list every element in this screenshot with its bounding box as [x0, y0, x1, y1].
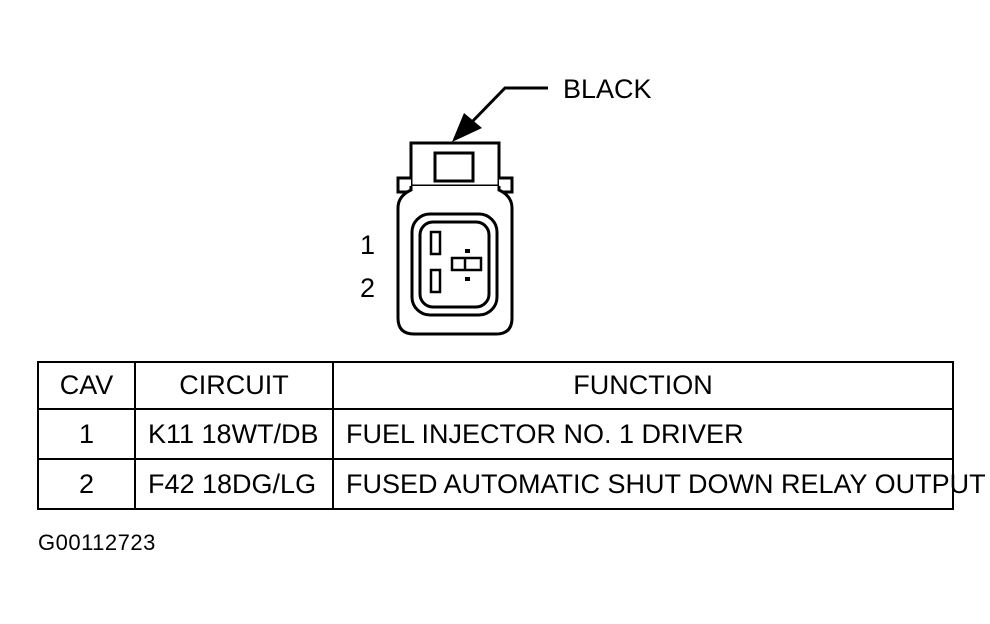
header-function: FUNCTION	[332, 361, 954, 410]
cell-cav: 2	[37, 458, 136, 510]
cell-function: FUEL INJECTOR NO. 1 DRIVER	[332, 408, 954, 460]
table-row: 1 K11 18WT/DB FUEL INJECTOR NO. 1 DRIVER	[37, 408, 954, 460]
connector-diagram: BLACK 1 2	[360, 74, 652, 336]
cavity-2	[429, 268, 442, 294]
connector-cavities	[429, 230, 483, 294]
connector-body	[396, 141, 514, 336]
pin-label-1: 1	[360, 230, 375, 260]
pin-2-marker	[465, 277, 470, 281]
keying-rib	[450, 256, 483, 272]
table-header-row: CAV CIRCUIT FUNCTION	[37, 361, 954, 410]
cell-function: FUSED AUTOMATIC SHUT DOWN RELAY OUTPUT	[332, 458, 986, 510]
header-circuit: CIRCUIT	[134, 361, 334, 410]
pin-label-2: 2	[360, 273, 375, 303]
figure-id: G00112723	[38, 530, 156, 555]
pin-1-marker	[465, 249, 470, 253]
cell-cav: 1	[37, 408, 136, 460]
cell-circuit: F42 18DG/LG	[134, 458, 334, 510]
table-row: 2 F42 18DG/LG FUSED AUTOMATIC SHUT DOWN …	[37, 458, 986, 510]
cavity-1	[429, 230, 442, 256]
color-callout-leader	[466, 86, 548, 128]
callout-arrowhead	[452, 113, 482, 142]
connector-color-label: BLACK	[563, 74, 652, 104]
cell-circuit: K11 18WT/DB	[134, 408, 334, 460]
header-cav: CAV	[37, 361, 136, 410]
pinout-table: CAV CIRCUIT FUNCTION 1 K11 18WT/DB FUEL …	[37, 361, 986, 510]
